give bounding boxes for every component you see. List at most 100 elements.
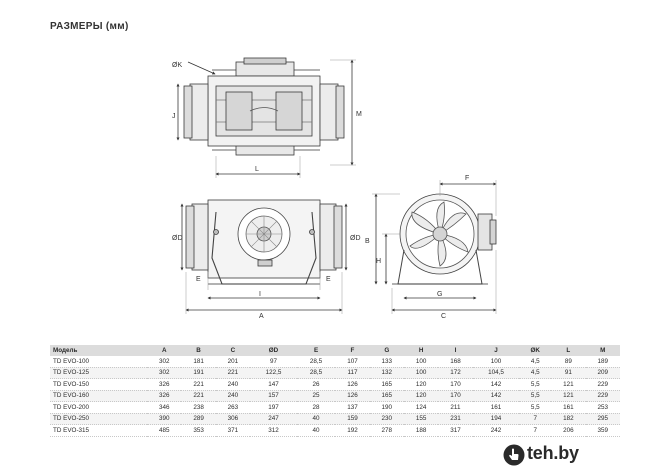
dim-label-F: F	[465, 175, 469, 182]
cell-value: 5,5	[519, 378, 552, 391]
cell-value: 121	[551, 378, 586, 391]
cell-model: TD EVO-100	[50, 356, 148, 368]
cell-value: 278	[369, 424, 404, 437]
cell-value: 302	[147, 367, 182, 379]
cell-value: 289	[181, 413, 216, 425]
cell-value: 159	[335, 413, 370, 425]
cell-value: 161	[472, 401, 520, 414]
cell-value: 168	[438, 356, 473, 368]
cell-value: 25	[296, 390, 336, 402]
cell-value: 247	[250, 413, 297, 425]
cell-value: 231	[438, 413, 473, 425]
dim-label-phiD-right: ØD	[350, 235, 361, 242]
cell-value: 371	[215, 424, 251, 437]
cell-value: 353	[181, 424, 216, 437]
cell-value: 7	[519, 413, 552, 425]
cell-model: TD EVO-160	[50, 390, 148, 402]
col-header-m: M	[585, 345, 620, 356]
cell-value: 165	[369, 378, 404, 391]
cell-value: 26	[296, 378, 336, 391]
cell-value: 188	[403, 424, 439, 437]
dim-label-C: C	[441, 313, 446, 320]
cell-value: 157	[250, 390, 297, 402]
cell-value: 209	[585, 367, 620, 379]
cell-value: 28	[296, 401, 336, 414]
cell-value: 117	[335, 367, 370, 379]
cell-value: 40	[296, 424, 336, 437]
cell-value: 181	[181, 356, 216, 368]
side-view	[372, 180, 497, 314]
cell-value: 91	[551, 367, 586, 379]
cell-value: 28,5	[296, 367, 336, 379]
cell-value: 221	[215, 367, 251, 379]
cell-value: 326	[147, 378, 182, 391]
cell-value: 104,5	[472, 367, 520, 379]
watermark-logo: teh.by	[503, 441, 653, 467]
cell-value: 229	[585, 390, 620, 402]
cell-value: 89	[551, 356, 586, 368]
cell-value: 155	[403, 413, 439, 425]
cell-value: 142	[472, 390, 520, 402]
cell-value: 132	[369, 367, 404, 379]
page-title: РАЗМЕРЫ (мм)	[50, 21, 129, 32]
cell-value: 242	[472, 424, 520, 437]
cell-value: 211	[438, 401, 473, 414]
watermark-text: teh.by	[527, 443, 579, 463]
cell-value: 124	[403, 401, 439, 414]
cell-value: 28,5	[296, 356, 336, 368]
cell-value: 147	[250, 378, 297, 391]
cell-value: 5,5	[519, 390, 552, 402]
cell-value: 295	[585, 413, 620, 425]
cell-value: 122,5	[250, 367, 297, 379]
cell-value: 172	[438, 367, 473, 379]
dim-label-G: G	[437, 291, 442, 298]
cell-value: 240	[215, 378, 251, 391]
cell-value: 485	[147, 424, 182, 437]
cell-value: 107	[335, 356, 370, 368]
col-header-k: ØK	[519, 345, 552, 356]
col-header-e: E	[296, 345, 336, 356]
col-header-a: A	[147, 345, 182, 356]
col-header-d: ØD	[250, 345, 297, 356]
cell-value: 100	[403, 367, 439, 379]
cell-value: 97	[250, 356, 297, 368]
cell-value: 100	[472, 356, 520, 368]
cell-value: 100	[403, 356, 439, 368]
cell-value: 182	[551, 413, 586, 425]
col-header-j: J	[472, 345, 520, 356]
dim-label-phiD-left: ØD	[172, 235, 183, 242]
table-header-row: Модель A B C ØD E F G H I J ØK L M	[50, 345, 620, 356]
cell-value: 201	[215, 356, 251, 368]
cell-value: 359	[585, 424, 620, 437]
cell-value: 170	[438, 390, 473, 402]
dim-label-E-left: E	[196, 276, 201, 283]
cell-value: 161	[551, 401, 586, 414]
dim-label-E-right: E	[326, 276, 331, 283]
cell-value: 170	[438, 378, 473, 391]
dim-label-H: H	[376, 258, 381, 265]
col-header-l: L	[551, 345, 586, 356]
dim-label-A: A	[259, 313, 264, 320]
cell-model: TD EVO-150	[50, 378, 148, 391]
col-header-h: H	[403, 345, 439, 356]
cell-value: 165	[369, 390, 404, 402]
dim-label-J: J	[172, 113, 176, 120]
top-view	[176, 57, 356, 178]
cell-model: TD EVO-315	[50, 424, 148, 437]
cell-value: 133	[369, 356, 404, 368]
cell-value: 120	[403, 378, 439, 391]
cell-value: 192	[335, 424, 370, 437]
dimension-drawings: ØK J M L ØD ØD E	[172, 57, 497, 320]
dim-label-phiK: ØK	[172, 62, 182, 69]
cell-value: 120	[403, 390, 439, 402]
cell-value: 40	[296, 413, 336, 425]
cell-value: 189	[585, 356, 620, 368]
